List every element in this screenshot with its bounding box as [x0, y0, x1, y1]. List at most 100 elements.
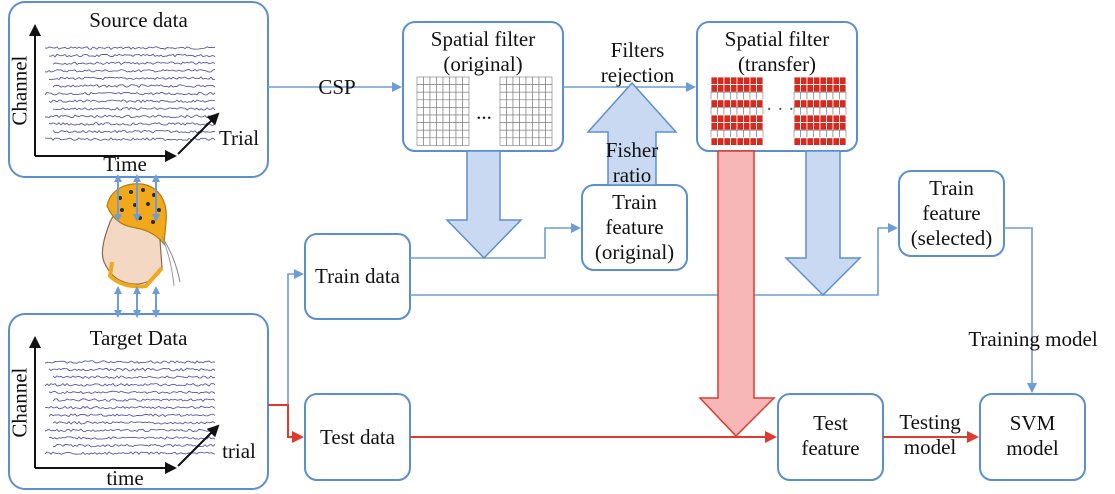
filter-cell: [832, 91, 840, 101]
filter-cell: [429, 76, 437, 85]
csp-edge-label: CSP: [318, 75, 356, 99]
filter-cell: [730, 114, 738, 123]
filter-cell: [429, 137, 437, 146]
training-model-edge-label: Training model: [968, 327, 1098, 351]
eeg-traces-source: [44, 46, 216, 142]
filter-cell: [436, 76, 444, 85]
filter-cell: [462, 122, 470, 131]
filter-cell: [743, 84, 751, 93]
filter-cell: [839, 84, 847, 93]
filter-cell: [832, 122, 840, 131]
axes-source: [29, 24, 220, 162]
filter-cell: [442, 129, 450, 139]
filter-cell: [525, 99, 533, 108]
filter-cell: [813, 122, 821, 131]
eeg-trace: [44, 382, 216, 387]
filter-cell: [416, 107, 424, 116]
filter-cell: [538, 84, 546, 93]
filter-cell: [723, 114, 731, 123]
eeg-trace: [44, 114, 216, 119]
filter-cell: [512, 122, 520, 131]
filter-cell: [545, 137, 553, 146]
fisher-ratio-up-arrow: [586, 81, 678, 186]
filter-grid-original-right: [499, 76, 553, 146]
eeg-trace: [44, 360, 216, 364]
filter-cell: [819, 76, 827, 85]
filter-cell: [506, 107, 514, 116]
filter-cell: [416, 129, 424, 139]
filter-cell: [455, 137, 463, 146]
eeg-trace: [48, 53, 216, 58]
filter-cell: [442, 107, 450, 116]
filter-cell: [525, 114, 533, 123]
filter-cell: [710, 122, 718, 131]
filter-cell: [736, 129, 744, 139]
filter-cell: [436, 129, 444, 139]
filter-cell: [462, 76, 470, 85]
filter-cell: [800, 107, 808, 116]
filter-cell: [449, 99, 457, 108]
eeg-trace: [52, 106, 216, 111]
source-axis-y-label: Channel: [7, 55, 32, 126]
filter-cell: [519, 114, 527, 123]
filter-cell: [717, 107, 725, 116]
filter-cell: [462, 114, 470, 123]
filter-cell: [525, 122, 533, 131]
filter-cell: [423, 84, 431, 93]
filter-cell: [743, 129, 751, 139]
filter-cell: [813, 91, 821, 101]
filter-cell: [839, 129, 847, 139]
filter-cell: [499, 114, 507, 123]
filter-cell: [416, 76, 424, 85]
filter-cell: [813, 129, 821, 139]
filter-cell: [532, 129, 540, 139]
filter-cell: [826, 114, 834, 123]
filter-cell: [512, 91, 520, 101]
filter-cell: [455, 84, 463, 93]
filter-cell: [832, 137, 840, 146]
filter-cell: [819, 99, 827, 108]
filter-cell: [730, 129, 738, 139]
filter-cell: [826, 99, 834, 108]
filter-cell: [519, 99, 527, 108]
eeg-trace: [52, 129, 216, 134]
filter-cell: [826, 122, 834, 131]
filter-cell: [736, 114, 744, 123]
filter-cell: [519, 76, 527, 85]
filter-cell: [800, 114, 808, 123]
filter-cell: [826, 129, 834, 139]
filter-cell: [429, 84, 437, 93]
filter-cell: [756, 114, 764, 123]
filter-cell: [538, 114, 546, 123]
filter-cell: [462, 84, 470, 93]
testing-model-edge-label: Testing model: [899, 410, 961, 460]
filter-cell: [749, 137, 757, 146]
filter-cell: [512, 114, 520, 123]
eeg-trace: [48, 413, 216, 418]
filter-ellipsis-transfer: · · ·: [766, 99, 795, 120]
filter-cell: [545, 99, 553, 108]
filter-cell: [429, 129, 437, 139]
filters-rejection-edge-label: Filters rejection: [600, 38, 675, 88]
filter-cell: [423, 91, 431, 101]
filter-cell: [462, 107, 470, 116]
filter-cell: [717, 114, 725, 123]
filter-cell: [545, 91, 553, 101]
filter-cell: [832, 76, 840, 85]
filter-cell: [519, 129, 527, 139]
filter-cell: [717, 84, 725, 93]
filter-cell: [717, 137, 725, 146]
filter-cell: [826, 137, 834, 146]
target-data-title: Target Data: [89, 326, 188, 350]
filter-cell: [512, 99, 520, 108]
source-axis-z-label: Trial: [218, 126, 260, 150]
filter-cell: [512, 129, 520, 139]
filter-cell: [800, 129, 808, 139]
filter-cell: [749, 122, 757, 131]
filter-cell: [743, 122, 751, 131]
filter-cell: [442, 137, 450, 146]
filter-cell: [793, 91, 801, 101]
filter-cell: [730, 91, 738, 101]
filter-cell: [499, 76, 507, 85]
